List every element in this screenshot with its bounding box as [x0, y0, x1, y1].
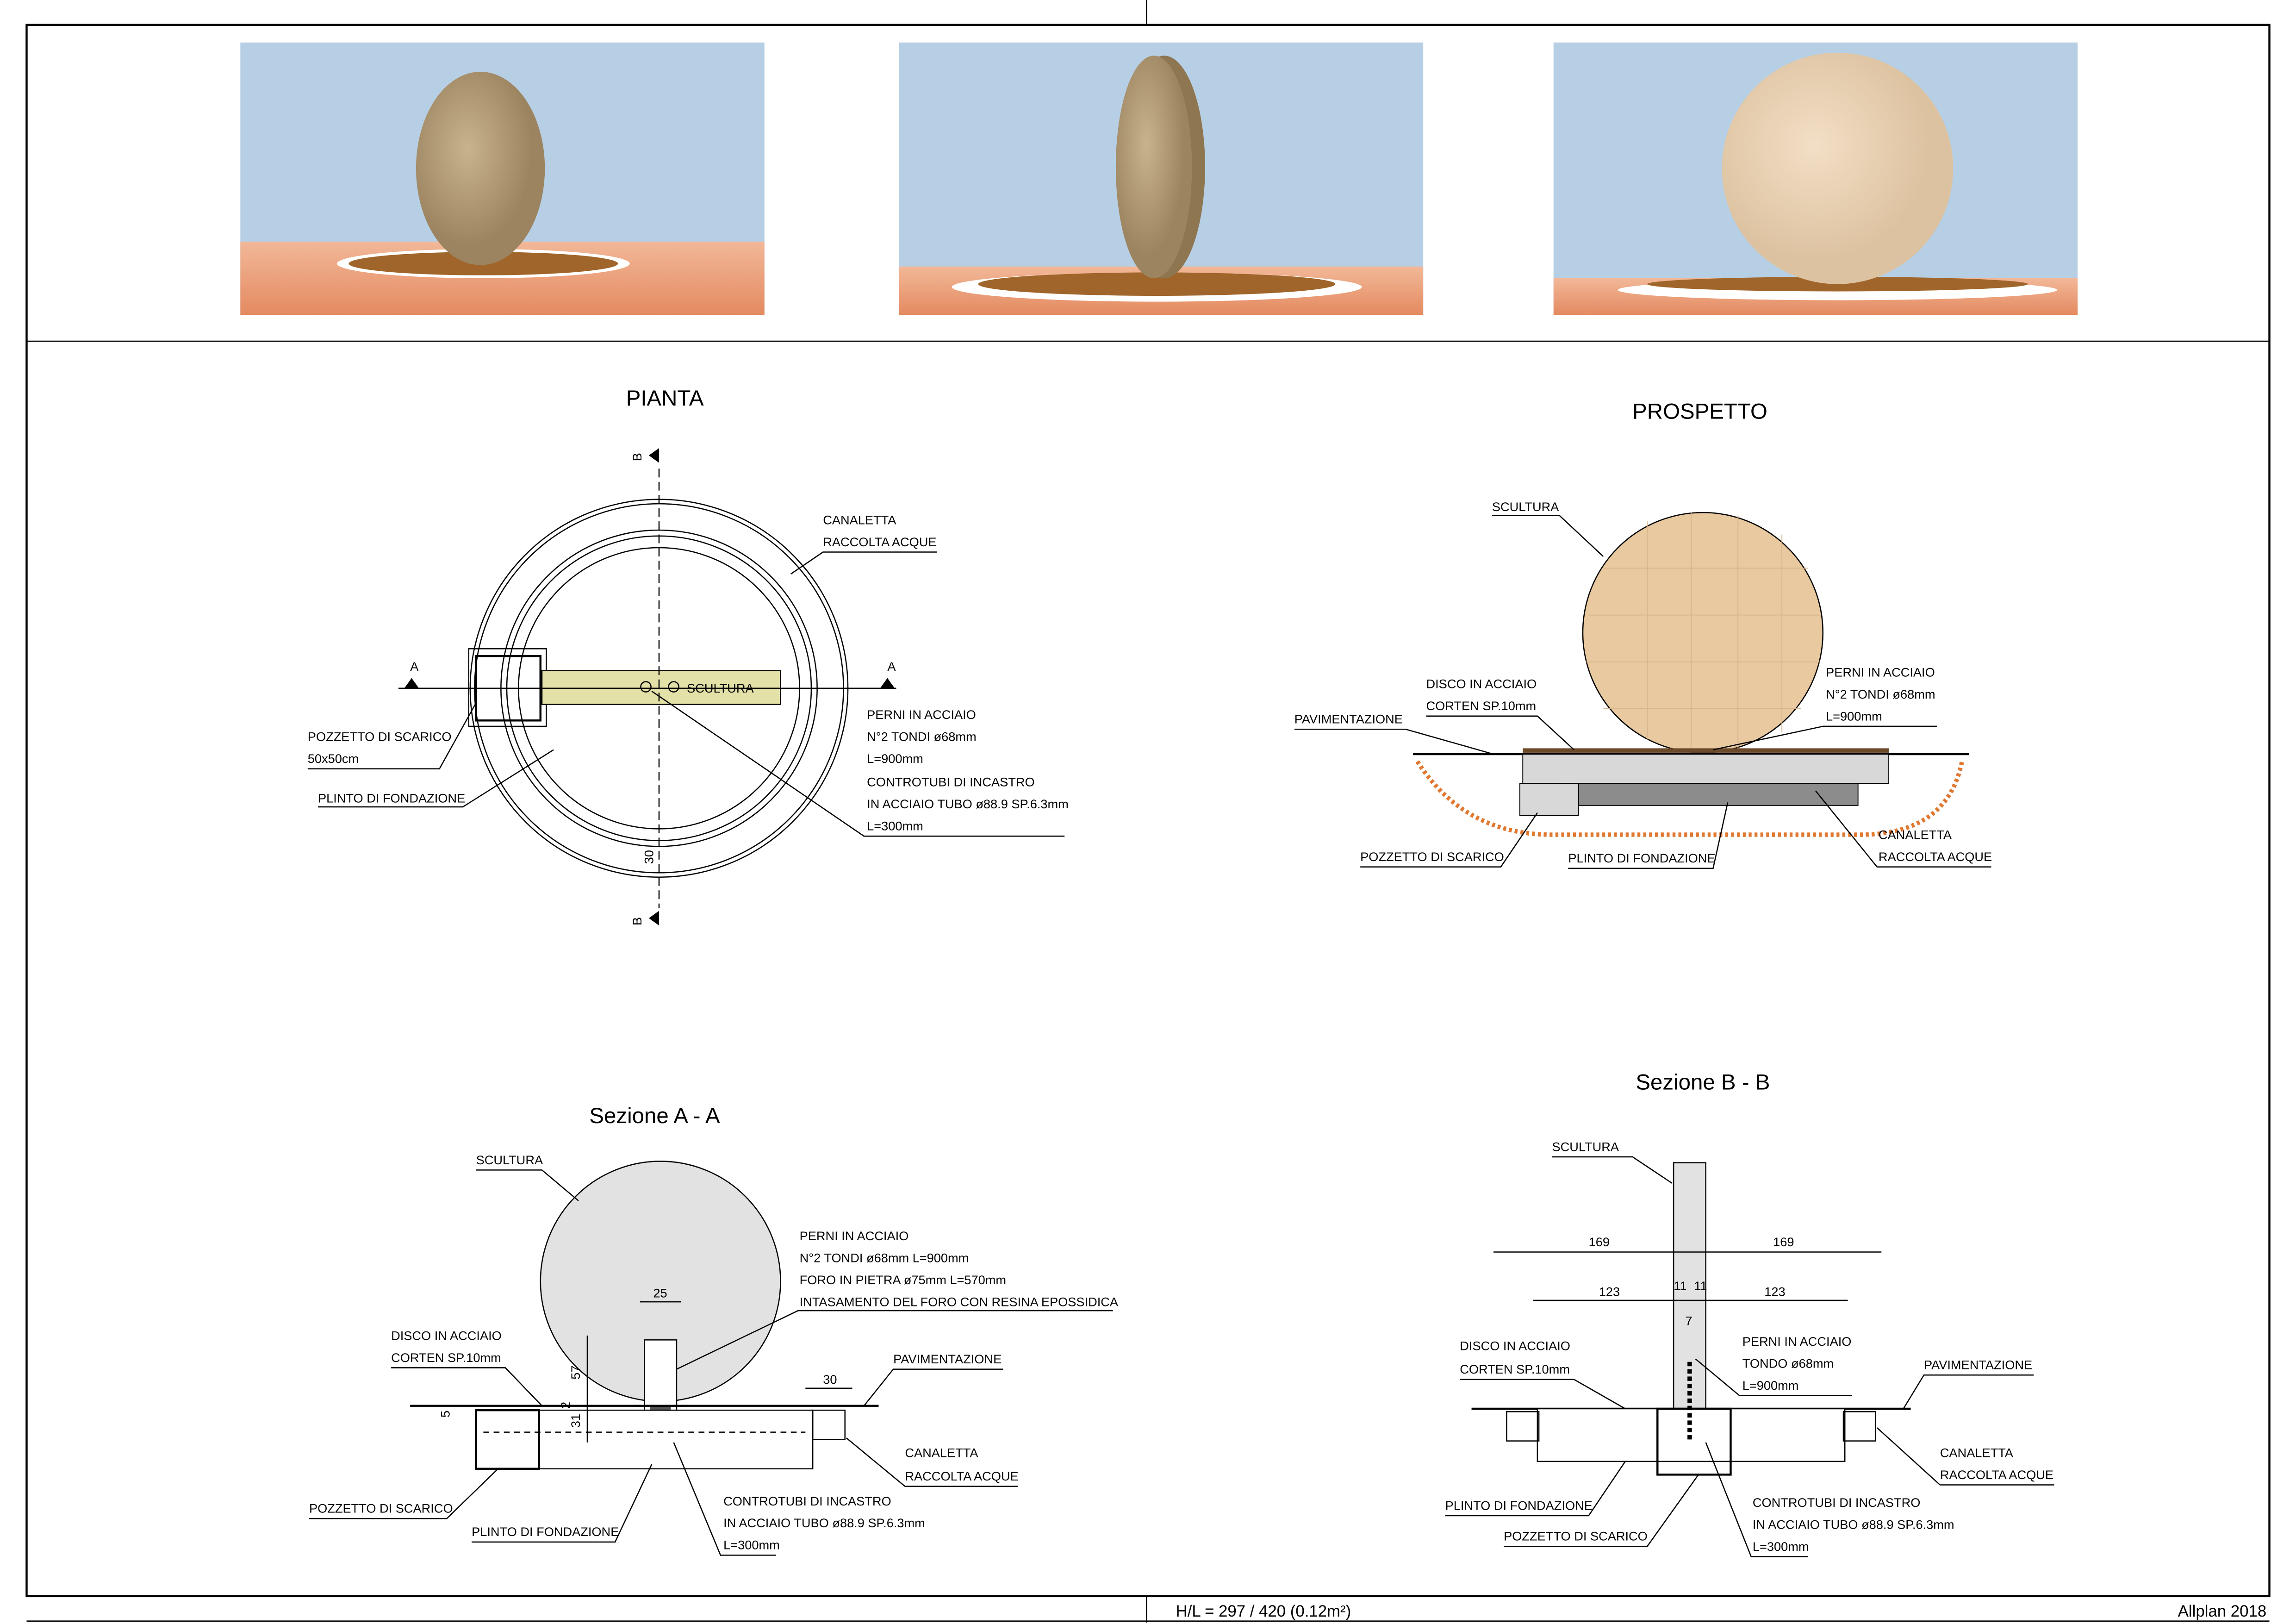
- section-a-title: Sezione A - A: [589, 1104, 720, 1128]
- render-front-view: [240, 42, 765, 315]
- sa-plinto-label: PLINTO DI FONDAZIONE: [472, 1524, 619, 1539]
- sb-canaletta-label-2: RACCOLTA ACQUE: [1940, 1468, 2053, 1482]
- elev-perni-label-2: N°2 TONDI ø68mm: [1826, 687, 1935, 701]
- svg-text:IN ACCIAIO TUBO ø88.9 SP.6.3mm: IN ACCIAIO TUBO ø88.9 SP.6.3mm: [1753, 1517, 1954, 1531]
- elev-disco-label-2: CORTEN SP.10mm: [1426, 699, 1537, 713]
- sa-dim-57: 57: [568, 1365, 583, 1379]
- elev-perni-label-3: L=900mm: [1826, 709, 1882, 723]
- sb-plinto-label: PLINTO DI FONDAZIONE: [1445, 1498, 1593, 1512]
- software-label: Allplan 2018: [2178, 1603, 2266, 1620]
- svg-text:CONTROTUBI DI INCASTRO: CONTROTUBI DI INCASTRO: [1753, 1495, 1921, 1510]
- plan-canaletta-label-2: RACCOLTA ACQUE: [823, 535, 936, 549]
- sb-perni-note: PERNI IN ACCIAIO TONDO ø68mm L=900mm: [1742, 1334, 1852, 1393]
- sb-dim-123-left: 123: [1599, 1284, 1620, 1299]
- sa-dim-31: 31: [568, 1414, 583, 1428]
- sb-disco-label: DISCO IN ACCIAIO: [1460, 1338, 1570, 1353]
- sb-canaletta-label: CANALETTA: [1940, 1445, 2014, 1460]
- scale-label: H/L = 297 / 420 (0.12m²): [1176, 1603, 1351, 1620]
- sa-disco-label: DISCO IN ACCIAIO: [391, 1328, 502, 1343]
- sb-dim-7: 7: [1685, 1314, 1692, 1328]
- sb-dim-11-left: 11: [1674, 1279, 1686, 1293]
- elevation-title: PROSPETTO: [1632, 400, 1767, 424]
- svg-text:IN ACCIAIO TUBO ø88.9 SP.6.3mm: IN ACCIAIO TUBO ø88.9 SP.6.3mm: [867, 797, 1069, 811]
- elev-plinto-label: PLINTO DI FONDAZIONE: [1568, 851, 1715, 865]
- sa-scultura-label: SCULTURA: [476, 1153, 543, 1167]
- plan-scultura-label: SCULTURA: [687, 681, 754, 695]
- svg-text:N°2 TONDI ø68mm L=900mm: N°2 TONDI ø68mm L=900mm: [800, 1251, 969, 1265]
- svg-text:IN ACCIAIO TUBO ø88.9 SP.6.3mm: IN ACCIAIO TUBO ø88.9 SP.6.3mm: [723, 1516, 925, 1530]
- sb-pavimentazione-label: PAVIMENTAZIONE: [1924, 1358, 2032, 1372]
- svg-text:CONTROTUBI DI INCASTRO: CONTROTUBI DI INCASTRO: [723, 1494, 891, 1508]
- sheet-frame: [25, 0, 2271, 1623]
- svg-text:CONTROTUBI DI INCASTRO: CONTROTUBI DI INCASTRO: [867, 775, 1035, 789]
- elev-perni-label: PERNI IN ACCIAIO: [1826, 665, 1935, 679]
- elev-disco-label: DISCO IN ACCIAIO: [1426, 677, 1537, 691]
- sb-disco-label-2: CORTEN SP.10mm: [1460, 1362, 1570, 1376]
- svg-text:L=300mm: L=300mm: [723, 1538, 780, 1552]
- sa-dim-2: 2: [558, 1402, 572, 1409]
- sa-canaletta-label: CANALETTA: [905, 1445, 978, 1460]
- plan-pozzetto-label: POZZETTO DI SCARICO: [308, 730, 452, 744]
- sa-canaletta-label-2: RACCOLTA ACQUE: [905, 1469, 1018, 1483]
- section-a-right: A: [887, 659, 896, 674]
- sb-pozzetto-label: POZZETTO DI SCARICO: [1504, 1529, 1648, 1543]
- section-a-a: Sezione A - A SCULTURA PERNI IN ACCIAIO …: [309, 1104, 1119, 1556]
- elevation-view: PROSPETTO SCULTURA DISCO IN ACCIAIO CORT…: [1294, 400, 1992, 869]
- sb-dim-169-right: 169: [1773, 1235, 1794, 1249]
- plan-title: PIANTA: [626, 386, 704, 411]
- sa-dim-25: 25: [653, 1286, 667, 1300]
- elev-pavimentazione-label: PAVIMENTAZIONE: [1294, 712, 1403, 726]
- plan-perni-note: PERNI IN ACCIAIO N°2 TONDI ø68mm L=900mm…: [867, 707, 1069, 833]
- section-b-b: Sezione B - B SCULTURA 169 169 123 11 11…: [1445, 1070, 2054, 1557]
- section-b-top: B: [630, 453, 644, 461]
- svg-text:PERNI IN ACCIAIO: PERNI IN ACCIAIO: [867, 707, 976, 722]
- svg-text:L=900mm: L=900mm: [1742, 1378, 1799, 1393]
- svg-text:PERNI IN ACCIAIO: PERNI IN ACCIAIO: [1742, 1334, 1852, 1349]
- sa-pavimentazione-label: PAVIMENTAZIONE: [893, 1352, 1002, 1366]
- plan-view: PIANTA A A B B SCULTURA CANALETTA RACCOL…: [308, 386, 1069, 926]
- elev-canaletta-label-2: RACCOLTA ACQUE: [1879, 849, 1992, 864]
- plan-pozzetto-size: 50x50cm: [308, 751, 359, 766]
- sa-dim-30: 30: [823, 1372, 837, 1387]
- sb-controtubi-note: CONTROTUBI DI INCASTRO IN ACCIAIO TUBO ø…: [1753, 1495, 1954, 1554]
- plan-dim-30: 30: [641, 850, 656, 864]
- sa-pozzetto-label: POZZETTO DI SCARICO: [309, 1501, 453, 1516]
- elev-canaletta-label: CANALETTA: [1879, 828, 1952, 842]
- svg-text:FORO IN PIETRA ø75mm L=570mm: FORO IN PIETRA ø75mm L=570mm: [800, 1273, 1006, 1287]
- plan-canaletta-label: CANALETTA: [823, 512, 896, 527]
- svg-text:L=900mm: L=900mm: [867, 751, 923, 766]
- sb-scultura-label: SCULTURA: [1552, 1139, 1619, 1154]
- section-b-title: Sezione B - B: [1636, 1070, 1770, 1094]
- svg-text:L=300mm: L=300mm: [867, 819, 923, 833]
- sa-controtubi-note: CONTROTUBI DI INCASTRO IN ACCIAIO TUBO ø…: [723, 1494, 925, 1552]
- sb-dim-11-right: 11: [1694, 1279, 1707, 1293]
- svg-text:PERNI IN ACCIAIO: PERNI IN ACCIAIO: [800, 1229, 909, 1243]
- plan-plinto-label: PLINTO DI FONDAZIONE: [318, 791, 465, 805]
- section-a-left: A: [410, 659, 419, 674]
- sa-disco-label-2: CORTEN SP.10mm: [391, 1350, 501, 1365]
- render-front-closeup: [1553, 42, 2078, 315]
- svg-text:INTASAMENTO DEL FORO CON RESIN: INTASAMENTO DEL FORO CON RESINA EPOSSIDI…: [800, 1295, 1119, 1309]
- svg-text:N°2 TONDI ø68mm: N°2 TONDI ø68mm: [867, 730, 976, 744]
- sb-dim-123-right: 123: [1764, 1284, 1785, 1299]
- section-b-bottom: B: [630, 917, 644, 925]
- sb-dim-169-left: 169: [1589, 1235, 1610, 1249]
- render-side-view: [899, 42, 1424, 315]
- sa-perni-note: PERNI IN ACCIAIO N°2 TONDI ø68mm L=900mm…: [800, 1229, 1119, 1309]
- sa-dim-5: 5: [438, 1411, 453, 1418]
- elev-pozzetto-label: POZZETTO DI SCARICO: [1360, 849, 1504, 864]
- elev-scultura-label: SCULTURA: [1492, 500, 1559, 514]
- svg-text:TONDO ø68mm: TONDO ø68mm: [1742, 1356, 1834, 1370]
- svg-text:L=300mm: L=300mm: [1753, 1539, 1809, 1554]
